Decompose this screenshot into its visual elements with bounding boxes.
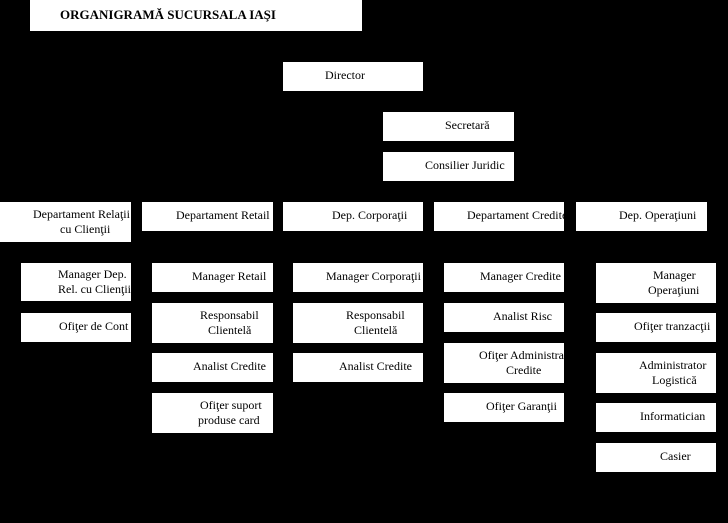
chart-title: ORGANIGRAMĂ SUCURSALA IAŞI (30, 0, 362, 31)
role-line: Clientelă (354, 323, 398, 337)
director-label: Director (325, 68, 365, 82)
role-responsabil-clientela-retail: Responsabil Clientelă (152, 303, 273, 343)
secretara-label: Secretară (445, 118, 490, 132)
role-casier: Casier (596, 443, 716, 472)
dept-relatii-line1: Departament Relaţii (33, 207, 130, 221)
role-line: Analist Credite (193, 359, 266, 373)
role-analist-credite-retail: Analist Credite (152, 353, 273, 382)
role-line: Ofiţer Administrare (479, 348, 564, 362)
role-line: produse card (198, 413, 260, 427)
role-line: Analist Risc (493, 309, 552, 323)
role-line: Informatician (640, 409, 706, 423)
dept-relatii-line2: cu Clienţii (60, 222, 111, 236)
dept-operatiuni-line1: Dep. Operaţiuni (619, 208, 697, 222)
role-line: Logistică (652, 373, 697, 387)
role-line: Manager (653, 268, 696, 282)
role-line: Manager Dep. (58, 267, 127, 281)
role-ofiter-cont: Ofiţer de Cont (21, 313, 131, 342)
dept-corporatii-box: Dep. Corporaţii (283, 202, 423, 231)
role-manager-credite: Manager Credite (444, 263, 564, 292)
dept-credite-box: Departament Credite (434, 202, 564, 231)
role-analist-credite-corp: Analist Credite (293, 353, 423, 382)
dept-credite-line1: Departament Credite (467, 208, 564, 222)
role-ofiter-tranzactii: Ofiţer tranzacţii (596, 313, 716, 342)
consilier-label: Consilier Juridic (425, 158, 505, 172)
role-analist-risc: Analist Risc (444, 303, 564, 332)
role-line: Operaţiuni (648, 283, 700, 297)
role-manager-dep-relatii: Manager Dep. Rel. cu Clienţii (21, 263, 131, 301)
consilier-box: Consilier Juridic (383, 152, 514, 181)
dept-operatiuni-box: Dep. Operaţiuni (576, 202, 707, 231)
dept-retail-line1: Departament Retail (176, 208, 270, 222)
role-line: Credite (506, 363, 542, 377)
secretara-box: Secretară (383, 112, 514, 141)
role-line: Responsabil (200, 308, 259, 322)
dept-corporatii-line1: Dep. Corporaţii (332, 208, 408, 222)
role-ofiter-garantii: Ofiţer Garanţii (444, 393, 564, 422)
role-line: Casier (660, 449, 691, 463)
role-line: Clientelă (208, 323, 252, 337)
role-ofiter-administrare-credite: Ofiţer Administrare Credite (444, 343, 564, 383)
role-line: Manager Corporaţii (326, 269, 421, 283)
chart-title-text: ORGANIGRAMĂ SUCURSALA IAŞI (60, 7, 276, 22)
role-ofiter-suport-card: Ofiţer suport produse card (152, 393, 273, 433)
dept-relatii-box: Departament Relaţii cu Clienţii (0, 202, 131, 242)
role-line: Manager Retail (192, 269, 267, 283)
role-line: Responsabil (346, 308, 405, 322)
role-manager-retail: Manager Retail (152, 263, 273, 292)
role-administrator-logistica: Administrator Logistică (596, 353, 716, 393)
role-line: Administrator (639, 358, 707, 372)
role-informatician: Informatician (596, 403, 716, 432)
role-line: Ofiţer de Cont (59, 319, 129, 333)
role-line: Rel. cu Clienţii (58, 282, 131, 296)
role-manager-corporatii: Manager Corporaţii (293, 263, 423, 292)
director-box: Director (283, 62, 423, 91)
role-line: Analist Credite (339, 359, 412, 373)
role-line: Ofiţer Garanţii (486, 399, 557, 413)
role-line: Ofiţer suport (200, 398, 262, 412)
role-line: Manager Credite (480, 269, 561, 283)
role-responsabil-clientela-corp: Responsabil Clientelă (293, 303, 423, 343)
role-line: Ofiţer tranzacţii (634, 319, 711, 333)
role-manager-operatiuni: Manager Operaţiuni (596, 263, 716, 303)
dept-retail-box: Departament Retail (142, 202, 273, 231)
